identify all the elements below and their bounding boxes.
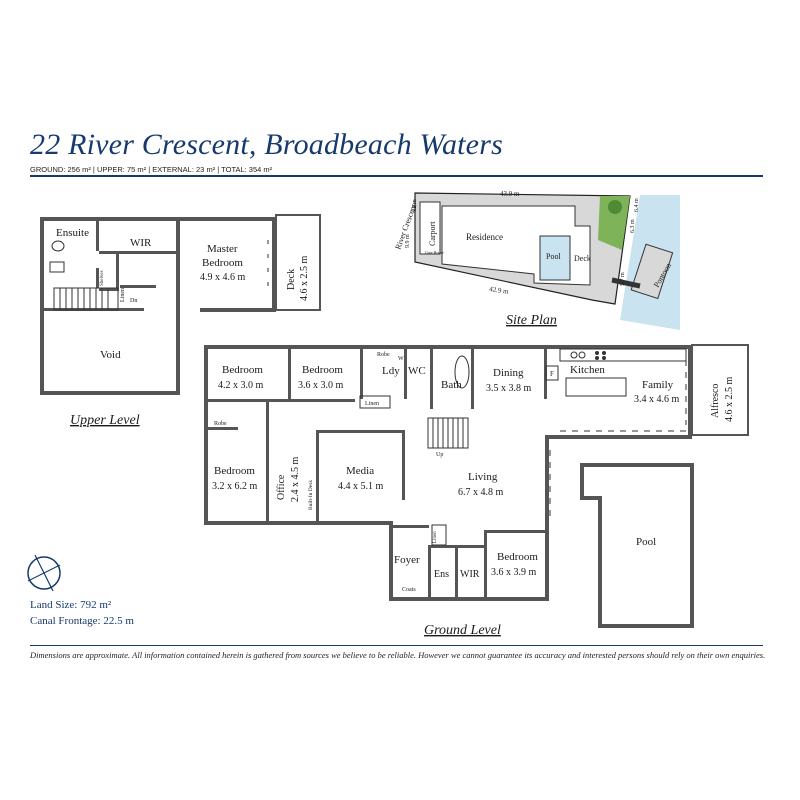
land-size: Land Size: 792 m² bbox=[30, 599, 112, 611]
ground-pool-label: Pool bbox=[636, 536, 656, 548]
room-dining-dim: 3.5 x 3.8 m bbox=[486, 383, 532, 394]
pontoon-outline bbox=[630, 243, 674, 300]
upper-level-title: Upper Level bbox=[70, 413, 140, 428]
site-dim-right1: 6.4 m bbox=[634, 198, 640, 212]
room-media-label: Media bbox=[346, 465, 374, 477]
stairs-down-label: Dn bbox=[130, 298, 137, 304]
ground-linen-label: Linen bbox=[365, 401, 379, 407]
room-media-dim: 4.4 x 5.1 m bbox=[338, 481, 384, 492]
site-dim-right3: 5.7 m bbox=[620, 272, 626, 286]
room-bedroom-4-label: Bedroom bbox=[497, 551, 538, 563]
upper-deck-label: Deck bbox=[286, 269, 297, 290]
site-pool-label: Pool bbox=[546, 252, 561, 261]
robe-1-label: Robe bbox=[214, 421, 227, 427]
upper-level-plan: Ensuite WIR Master Bedroom 4.9 x 4.6 m S… bbox=[40, 214, 321, 428]
room-office-label: Office bbox=[276, 474, 287, 500]
room-bedroom-3-dim: 3.2 x 6.2 m bbox=[212, 481, 258, 492]
stairs-up-label: Up bbox=[436, 452, 443, 458]
disclaimer-text: Dimensions are approximate. All informat… bbox=[30, 650, 766, 660]
room-master-dim: 4.9 x 4.6 m bbox=[200, 272, 246, 283]
site-plan-title: Site Plan bbox=[506, 313, 557, 328]
kitchen-island bbox=[565, 377, 627, 397]
linen-2-label: Linen bbox=[433, 531, 438, 543]
canal-frontage: Canal Frontage: 22.5 m bbox=[30, 615, 134, 627]
site-dim-left1: 4.2 m bbox=[412, 199, 418, 213]
room-living-dim: 6.7 x 4.8 m bbox=[458, 487, 504, 498]
room-bedroom-1-label: Bedroom bbox=[222, 364, 263, 376]
room-ens-label: Ens bbox=[434, 569, 449, 580]
void-label: Void bbox=[100, 349, 121, 361]
room-alfresco-dim: 4.6 x 2.5 m bbox=[724, 377, 735, 423]
title-rule bbox=[30, 175, 763, 177]
room-family-dim: 3.4 x 4.6 m bbox=[634, 394, 680, 405]
room-bedroom-3-label: Bedroom bbox=[214, 465, 255, 477]
site-deck-label: Deck bbox=[574, 254, 591, 263]
stairs-upper bbox=[53, 287, 119, 311]
room-bath-label: Bath bbox=[441, 379, 462, 391]
room-bedroom-4-dim: 3.6 x 3.9 m bbox=[491, 567, 537, 578]
cooktop-icon bbox=[595, 351, 606, 360]
room-laundry-label: Ldy bbox=[382, 365, 400, 377]
built-in-desk-label: Built-In Desk bbox=[308, 480, 314, 510]
carport-outline bbox=[419, 201, 441, 255]
room-alfresco-label: Alfresco bbox=[710, 384, 721, 418]
shelves-label: Shelves bbox=[100, 270, 105, 286]
site-dim-left2: 9.9 m bbox=[405, 234, 411, 248]
robe-2-label: Robe bbox=[377, 352, 390, 358]
compass-icon bbox=[27, 554, 61, 592]
washer-label: W bbox=[398, 356, 404, 362]
room-office-dim: 2.4 x 4.5 m bbox=[290, 457, 301, 503]
room-master-label: Master bbox=[207, 243, 238, 255]
room-kitchen-label: Kitchen bbox=[570, 364, 605, 376]
page-title: 22 River Crescent, Broadbeach Waters bbox=[30, 128, 503, 161]
site-dim-bottom: 42.9 m bbox=[489, 285, 510, 296]
ground-level-title: Ground Level bbox=[424, 623, 501, 638]
site-dim-right2: 6.3 m bbox=[630, 219, 636, 233]
ground-level-plan: Bedroom 4.2 x 3.0 m Bedroom 3.6 x 3.0 m … bbox=[204, 344, 749, 638]
ground-pool-outline bbox=[580, 463, 694, 628]
site-carport-label: Carport bbox=[428, 221, 437, 246]
footer-rule bbox=[30, 645, 763, 646]
site-dim-top: 43.9 m bbox=[500, 190, 520, 198]
room-foyer-label: Foyer bbox=[394, 554, 420, 566]
coats-label: Coats bbox=[402, 587, 416, 593]
room-dining-label: Dining bbox=[493, 367, 524, 379]
room-family-label: Family bbox=[642, 379, 674, 391]
room-bedroom-1-dim: 4.2 x 3.0 m bbox=[218, 380, 264, 391]
bathtub-icon bbox=[454, 355, 470, 389]
fridge-label: F bbox=[550, 370, 554, 378]
room-bedroom-2-label: Bedroom bbox=[302, 364, 343, 376]
basin-icon bbox=[49, 261, 65, 273]
room-bedroom-2-dim: 3.6 x 3.0 m bbox=[298, 380, 344, 391]
gate-house-label: Gate House bbox=[425, 250, 444, 255]
upper-deck-dim: 4.6 x 2.5 m bbox=[299, 256, 310, 302]
room-ensuite-label: Ensuite bbox=[56, 227, 89, 239]
room-wir-ground-label: WIR bbox=[460, 569, 480, 580]
area-summary: GROUND: 256 m² | UPPER: 75 m² | EXTERNAL… bbox=[30, 165, 273, 174]
room-wc-label: WC bbox=[408, 365, 426, 377]
lawn bbox=[598, 196, 630, 250]
site-plan: 43.9 m 42.9 m 4.2 m 9.9 m 6.4 m 6.3 m 5.… bbox=[393, 190, 680, 330]
room-living-label: Living bbox=[468, 471, 498, 483]
room-wir-label: WIR bbox=[130, 237, 152, 249]
upper-linen-label: Linen bbox=[120, 288, 126, 302]
site-residence-label: Residence bbox=[466, 232, 503, 242]
stairs-ground bbox=[427, 417, 469, 449]
toilet-icon bbox=[51, 240, 65, 252]
site-pool bbox=[539, 235, 571, 281]
room-master-label-2: Bedroom bbox=[202, 257, 243, 269]
tree-icon bbox=[608, 200, 622, 214]
